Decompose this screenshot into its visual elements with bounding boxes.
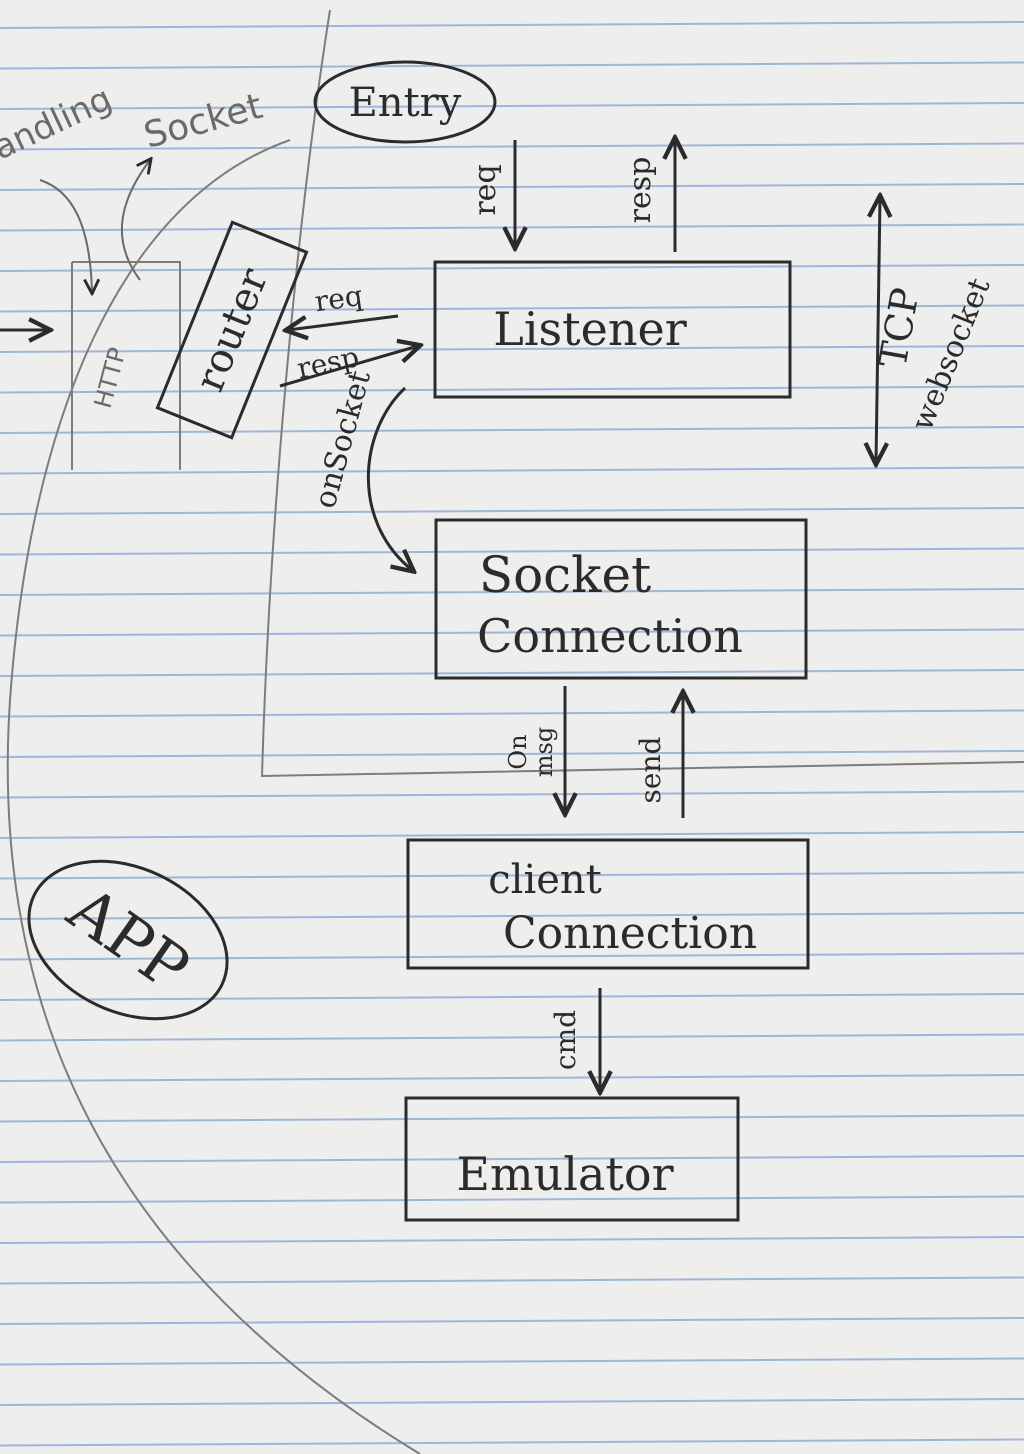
ruled-line — [0, 912, 1024, 920]
entry-node: Entry — [313, 60, 497, 144]
listener-label: Listener — [493, 302, 686, 356]
emulator-label: Emulator — [456, 1147, 673, 1201]
router-label: router — [187, 261, 278, 398]
arrow-tcp-websocket — [876, 198, 880, 462]
client-connection-node: client Connection — [406, 838, 810, 970]
listener-node: Listener — [433, 260, 792, 399]
client-connection-label-line1: client — [488, 857, 602, 903]
ruled-line — [0, 1114, 1024, 1123]
pencil-app-arc — [6, 139, 421, 1454]
ruled-line — [0, 669, 1024, 677]
ruled-line — [0, 709, 1024, 718]
ruled-line — [0, 547, 1024, 556]
ruled-line — [0, 61, 1024, 70]
ruled-line — [0, 1357, 1024, 1366]
ruled-line — [0, 264, 1024, 272]
ruled-line — [0, 831, 1024, 839]
app-ellipse — [27, 859, 229, 1021]
ruled-line — [0, 21, 1024, 29]
arrow-router-req — [288, 314, 399, 330]
ruled-line — [0, 345, 1024, 353]
ruled-line — [0, 426, 1024, 434]
ruled-line — [0, 790, 1024, 799]
ruled-line — [0, 385, 1024, 394]
pencil-sketch — [6, 9, 1024, 1454]
ruled-line — [0, 304, 1024, 313]
ruled-line — [0, 588, 1024, 596]
pencil-note-handling: andling — [0, 79, 118, 169]
label-on-msg-line2: msg — [530, 727, 558, 777]
ruled-line — [0, 1236, 1024, 1244]
pencil-arrow-socket — [120, 160, 150, 281]
client-connection-label-line2: Connection — [503, 908, 757, 959]
ruled-line — [0, 750, 1024, 758]
ruled-line — [0, 183, 1024, 191]
ruled-line — [0, 1155, 1024, 1163]
ruled-line — [0, 1317, 1024, 1325]
socket-connection-label-line1: Socket — [479, 546, 651, 604]
label-entry-resp: resp — [623, 157, 658, 224]
ruled-lines — [0, 21, 1024, 1447]
label-cmd: cmd — [549, 1010, 582, 1070]
ruled-line — [0, 628, 1024, 637]
label-send: send — [634, 736, 667, 803]
ruled-line — [0, 993, 1024, 1001]
entry-label: Entry — [349, 80, 462, 126]
label-on-socket: onSocket — [308, 367, 378, 512]
pencil-arrow-handling — [39, 179, 92, 292]
ruled-line — [0, 466, 1024, 475]
label-router-req: req — [313, 279, 365, 318]
ruled-line — [0, 507, 1024, 515]
emulator-box — [404, 1096, 740, 1222]
listener-box — [433, 260, 792, 399]
socket-connection-node: Socket Connection — [434, 518, 808, 680]
client-connection-box — [406, 838, 810, 970]
pencil-http-box — [71, 261, 181, 470]
socket-connection-box — [434, 518, 808, 680]
ruled-line — [0, 1074, 1024, 1082]
ruled-line — [0, 1398, 1024, 1406]
router-box — [155, 220, 309, 440]
label-entry-req: req — [468, 164, 503, 215]
app-node: APP — [27, 859, 229, 1021]
ruled-line — [0, 1438, 1024, 1447]
emulator-node: Emulator — [404, 1096, 740, 1222]
ruled-line — [0, 223, 1024, 232]
entry-ellipse — [313, 60, 497, 144]
edges — [0, 140, 880, 1090]
pencil-arrows — [39, 160, 150, 292]
socket-connection-label-line2: Connection — [477, 609, 743, 663]
pencil-note-socket: Socket — [140, 86, 267, 157]
label-on-msg-line1: On — [504, 734, 532, 769]
ruled-line — [0, 142, 1024, 151]
arrow-on-socket — [366, 386, 412, 570]
pencil-note-http: HTTP — [89, 345, 132, 412]
ruled-line — [0, 102, 1024, 110]
ruled-line — [0, 952, 1024, 961]
arrow-router-resp — [279, 346, 418, 388]
app-label: APP — [55, 872, 203, 1006]
ruled-line — [0, 1033, 1024, 1042]
ruled-line — [0, 1195, 1024, 1204]
ruled-line — [0, 1276, 1024, 1285]
ruled-line — [0, 871, 1024, 880]
pencil-app-boundary — [260, 9, 1024, 778]
